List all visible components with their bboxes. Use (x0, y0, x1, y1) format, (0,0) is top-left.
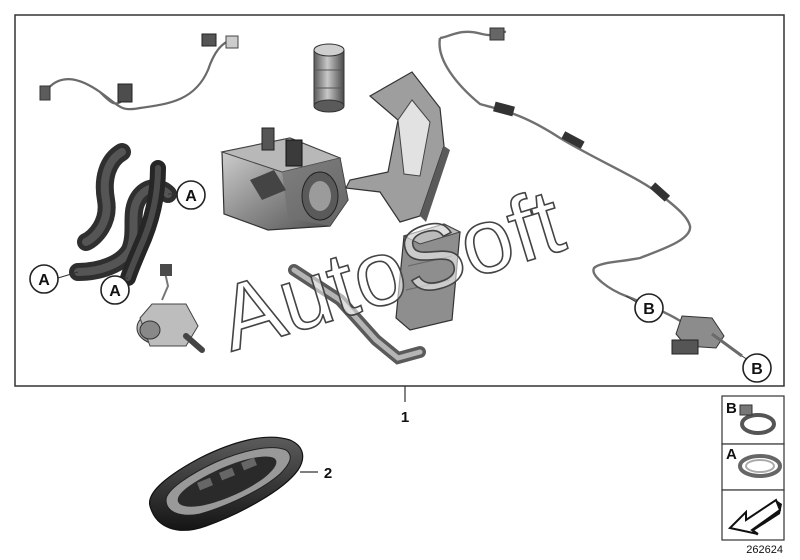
mounting-bracket (345, 71, 450, 223)
fuel-filter (313, 43, 345, 113)
callout-b-lower: B (741, 353, 772, 383)
wiring-harness (39, 33, 239, 111)
exhaust-silencer (395, 223, 462, 331)
callout-a-left-label: A (38, 272, 50, 289)
callout-b-upper: B (625, 293, 664, 323)
water-pump (136, 264, 205, 353)
part-number-1: 1 (401, 409, 409, 426)
legend-box: B A (721, 395, 785, 541)
coolant-hose-right (120, 160, 166, 286)
legend-b-label: B (726, 400, 737, 417)
remote-control-key (149, 436, 304, 531)
callout-a-lower-label: A (109, 283, 121, 300)
coolant-hose-left (77, 143, 131, 251)
callout-a-upper: A (168, 180, 206, 210)
exhaust-pipe (288, 264, 426, 365)
hose-clamp-icon (738, 454, 782, 478)
kit-frame (14, 14, 785, 387)
arrow-icon (727, 498, 782, 536)
spring-clip-icon (739, 404, 776, 435)
part-number-2: 2 (324, 465, 332, 482)
callout-b-lower-label: B (751, 361, 763, 378)
legend-a-label: A (726, 446, 737, 463)
callout-b-upper-label: B (643, 301, 655, 318)
auxiliary-heater (220, 127, 349, 231)
fuel-line (438, 27, 692, 324)
dosing-pump (671, 315, 743, 358)
image-id: 262624 (746, 544, 783, 556)
callout-a-lower: A (100, 275, 130, 305)
callout-a-upper-label: A (185, 188, 197, 205)
callout-a-left: A (29, 264, 79, 294)
